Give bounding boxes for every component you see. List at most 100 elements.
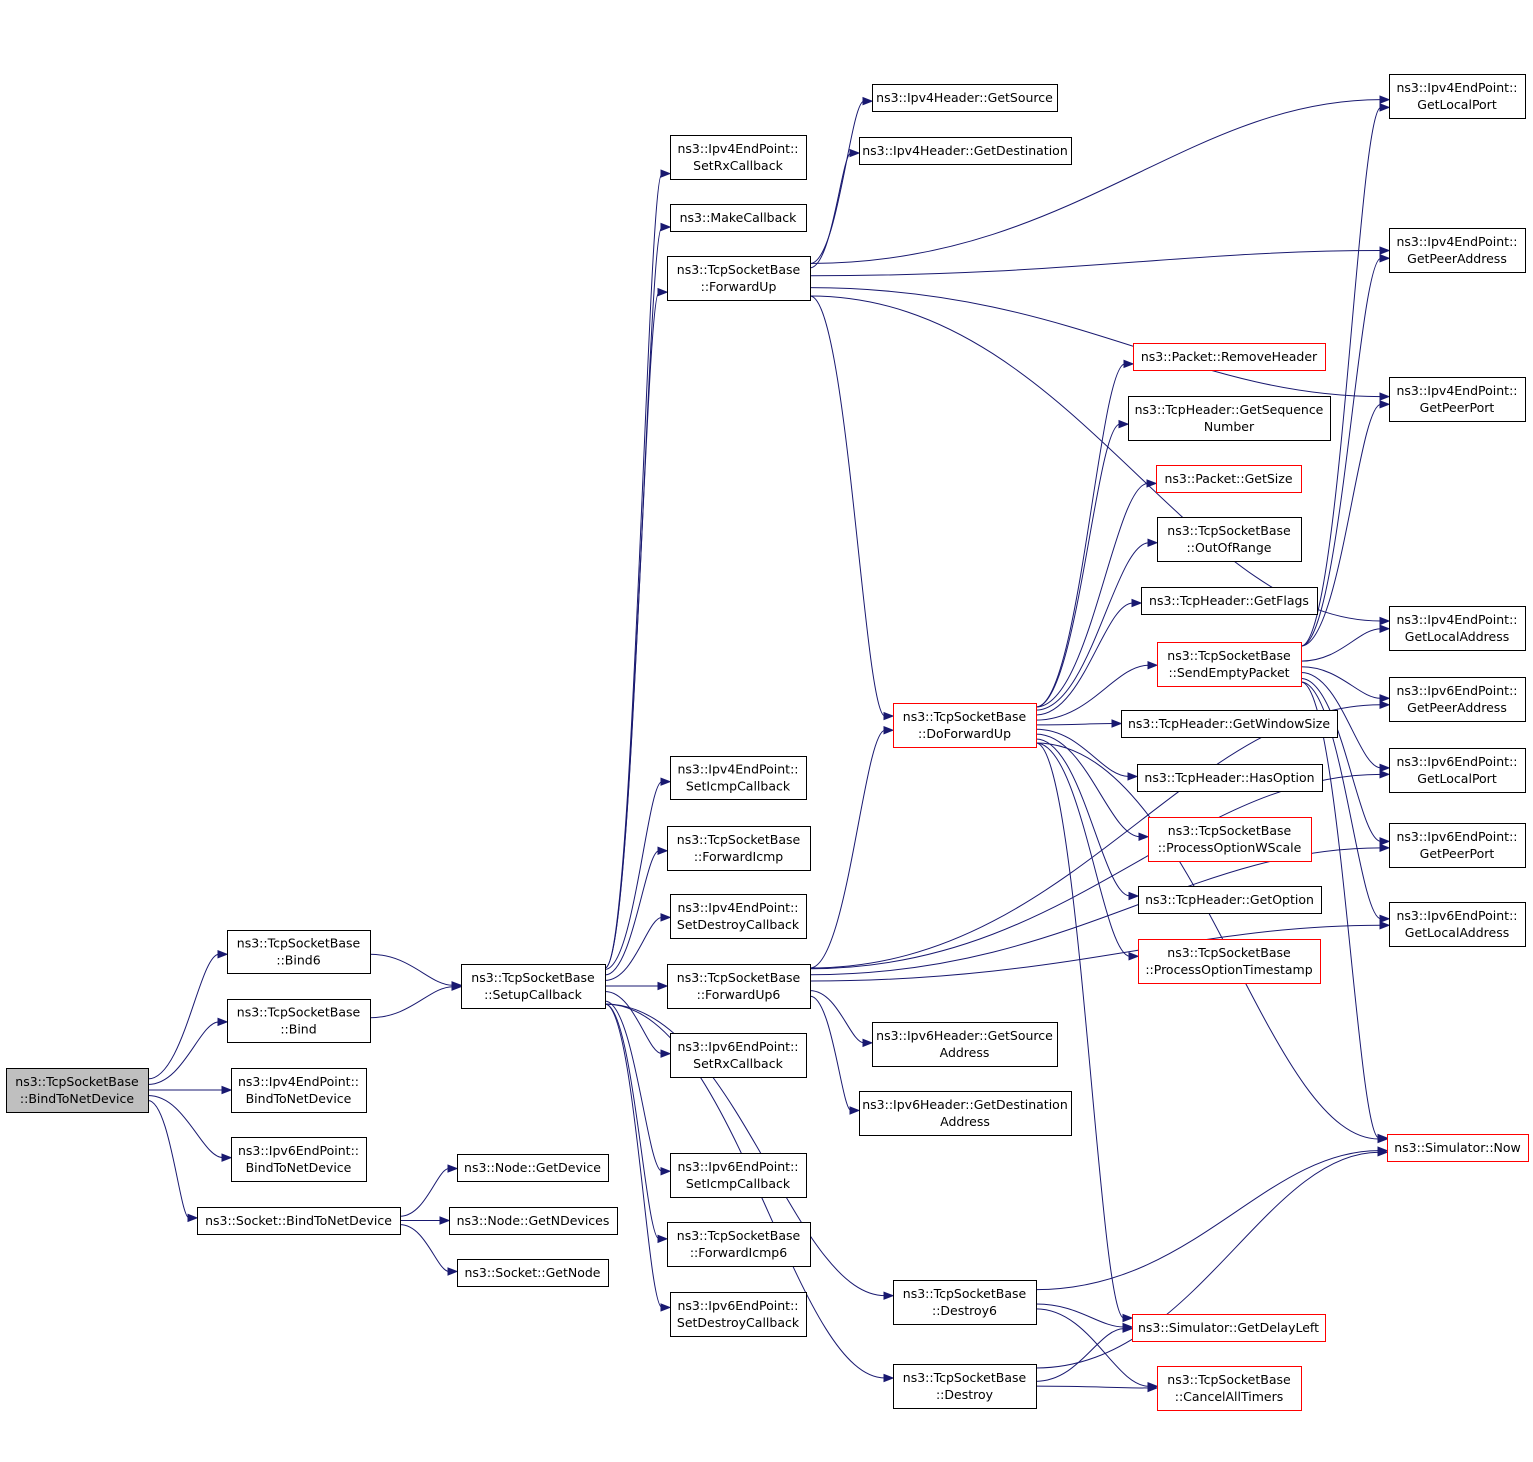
edge-setupcallback-to-forwardup [604, 291, 660, 969]
node-label: ns3::Ipv6Header::GetSource [876, 1028, 1053, 1043]
node-packet-getsize[interactable]: ns3::Packet::GetSize [1156, 465, 1302, 493]
node-label: ns3::Socket::BindToNetDevice [205, 1213, 392, 1228]
node-ipv4h-getdest[interactable]: ns3::Ipv4Header::GetDestination [859, 137, 1072, 165]
node-ipv6-bindnd[interactable]: ns3::Ipv6EndPoint::BindToNetDevice [231, 1137, 367, 1182]
node-node-getdevice[interactable]: ns3::Node::GetDevice [457, 1154, 609, 1182]
node-box [457, 1154, 609, 1182]
node-tcph-getwindowsize[interactable]: ns3::TcpHeader::GetWindowSize [1121, 710, 1338, 738]
node-destroy[interactable]: ns3::TcpSocketBase::Destroy [893, 1364, 1037, 1409]
edge-arrowhead [1128, 952, 1140, 961]
node-box [231, 1068, 367, 1113]
node-sim-now[interactable]: ns3::Simulator::Now [1387, 1134, 1529, 1162]
node-ipv6-getpeerport[interactable]: ns3::Ipv6EndPoint::GetPeerPort [1389, 823, 1526, 868]
node-label: ns3::TcpHeader::GetSequence [1135, 402, 1324, 417]
node-label: ns3::Simulator::GetDelayLeft [1138, 1320, 1319, 1335]
node-destroy6[interactable]: ns3::TcpSocketBase::Destroy6 [893, 1280, 1037, 1325]
node-label: GetPeerPort [1420, 400, 1495, 415]
node-box [859, 137, 1072, 165]
node-socket-bindnd[interactable]: ns3::Socket::BindToNetDevice [197, 1207, 401, 1235]
node-processwscale[interactable]: ns3::TcpSocketBase::ProcessOptionWScale [1148, 817, 1312, 862]
node-tcph-getflags[interactable]: ns3::TcpHeader::GetFlags [1141, 587, 1318, 615]
edge-arrowhead [1379, 95, 1391, 104]
edge-arrowhead [1122, 1313, 1134, 1323]
node-processtimestamp[interactable]: ns3::TcpSocketBase::ProcessOptionTimesta… [1138, 939, 1321, 984]
edge-socket-bindnd-to-socket-getnode [399, 1224, 450, 1272]
node-ipv4-getpeerport[interactable]: ns3::Ipv4EndPoint::GetPeerPort [1389, 377, 1526, 422]
node-ipv6-setrx[interactable]: ns3::Ipv6EndPoint::SetRxCallback [670, 1033, 807, 1078]
node-forwardicmp6[interactable]: ns3::TcpSocketBase::ForwardIcmp6 [667, 1222, 811, 1267]
node-tcph-hasoption[interactable]: ns3::TcpHeader::HasOption [1137, 764, 1323, 792]
edge-destroy-to-cancelalltimers [1035, 1385, 1150, 1389]
node-tcph-getoption[interactable]: ns3::TcpHeader::GetOption [1138, 886, 1322, 914]
node-label: ns3::Ipv4Header::GetSource [876, 90, 1053, 105]
node-label: ns3::TcpSocketBase [903, 709, 1027, 724]
node-ipv6-getpeeraddress[interactable]: ns3::Ipv6EndPoint::GetPeerAddress [1389, 677, 1526, 722]
node-box [667, 256, 811, 301]
node-label: ::ProcessOptionTimestamp [1145, 962, 1312, 977]
node-ipv4-getlocaladdress[interactable]: ns3::Ipv4EndPoint::GetLocalAddress [1389, 606, 1526, 651]
node-box [670, 894, 807, 939]
node-ipv4h-getsource[interactable]: ns3::Ipv4Header::GetSource [872, 84, 1058, 112]
node-ipv4-setrx[interactable]: ns3::Ipv4EndPoint::SetRxCallback [670, 135, 807, 180]
edge-arrowhead [1128, 891, 1140, 901]
node-ipv6-getlocalport[interactable]: ns3::Ipv6EndPoint::GetLocalPort [1389, 748, 1526, 793]
edge-destroy-to-sim-getdelayleft [1035, 1328, 1125, 1382]
node-label: ns3::Ipv4EndPoint:: [1397, 383, 1518, 398]
node-ipv4-setdestroy[interactable]: ns3::Ipv4EndPoint::SetDestroyCallback [670, 894, 807, 939]
edge-arrowhead [657, 287, 669, 297]
node-packet-removeheader[interactable]: ns3::Packet::RemoveHeader [1133, 343, 1326, 371]
edge-forwardup-to-doforwardup [809, 295, 886, 717]
node-ipv4-getlocalport[interactable]: ns3::Ipv4EndPoint::GetLocalPort [1389, 74, 1526, 119]
node-ipv4-seticmp[interactable]: ns3::Ipv4EndPoint::SetIcmpCallback [670, 756, 807, 800]
node-bind[interactable]: ns3::TcpSocketBase::Bind [227, 999, 371, 1043]
node-ipv6-getlocaladdress[interactable]: ns3::Ipv6EndPoint::GetLocalAddress [1389, 902, 1526, 947]
node-box [667, 826, 811, 871]
node-box [1132, 1314, 1326, 1342]
node-forwardup[interactable]: ns3::TcpSocketBase::ForwardUp [667, 256, 811, 301]
edge-arrowhead [217, 1017, 229, 1027]
node-socket-getnode[interactable]: ns3::Socket::GetNode [457, 1259, 609, 1287]
node-label: ns3::TcpSocketBase [237, 936, 361, 951]
node-label: ::ForwardUp [701, 279, 777, 294]
node-cancelalltimers[interactable]: ns3::TcpSocketBase::CancelAllTimers [1157, 1366, 1302, 1411]
node-ipv6-seticmp[interactable]: ns3::Ipv6EndPoint::SetIcmpCallback [670, 1153, 807, 1198]
node-label: ns3::TcpSocketBase [677, 970, 801, 985]
node-label: Address [940, 1045, 990, 1060]
edge-setupcallback-to-ipv6-seticmp [604, 1000, 663, 1172]
node-label: SetRxCallback [693, 158, 783, 173]
node-box [893, 1364, 1037, 1409]
node-bind6[interactable]: ns3::TcpSocketBase::Bind6 [227, 930, 371, 974]
node-forwardup6[interactable]: ns3::TcpSocketBase::ForwardUp6 [667, 964, 811, 1009]
node-root[interactable]: ns3::TcpSocketBase::BindToNetDevice [6, 1068, 149, 1113]
edge-arrowhead [660, 777, 672, 786]
edge-doforwardup-to-processwscale [1035, 733, 1141, 838]
node-label: GetLocalPort [1417, 771, 1497, 786]
node-label: ::ForwardIcmp [694, 849, 783, 864]
node-forwardicmp[interactable]: ns3::TcpSocketBase::ForwardIcmp [667, 826, 811, 871]
edge-arrowhead [660, 913, 672, 922]
node-label: ns3::Ipv6EndPoint:: [1397, 908, 1518, 923]
edge-arrowhead [660, 1166, 672, 1176]
node-label: ::ForwardIcmp6 [690, 1245, 787, 1260]
edge-doforwardup-to-packet-removeheader [1035, 363, 1126, 708]
node-ipv4-bindnd[interactable]: ns3::Ipv4EndPoint::BindToNetDevice [231, 1068, 367, 1113]
edge-forwardup6-to-ipv6-getlocaladdress [809, 924, 1382, 982]
node-doforwardup[interactable]: ns3::TcpSocketBase::DoForwardUp [893, 703, 1037, 748]
node-node-getndevices[interactable]: ns3::Node::GetNDevices [449, 1207, 618, 1235]
node-ipv6-setdestroy[interactable]: ns3::Ipv6EndPoint::SetDestroyCallback [670, 1292, 807, 1337]
edge-arrowhead [1379, 254, 1391, 263]
node-ipv4-getpeeraddress[interactable]: ns3::Ipv4EndPoint::GetPeerAddress [1389, 228, 1526, 273]
edge-arrowhead [1147, 660, 1159, 670]
node-makecallback[interactable]: ns3::MakeCallback [670, 204, 807, 232]
node-label: ns3::TcpHeader::GetFlags [1149, 593, 1309, 608]
node-box [1133, 343, 1326, 371]
node-sendemptypacket[interactable]: ns3::TcpSocketBase::SendEmptyPacket [1157, 642, 1302, 687]
node-outofrange[interactable]: ns3::TcpSocketBase::OutOfRange [1157, 517, 1302, 562]
edge-doforwardup-to-tcph-getwindowsize [1035, 723, 1114, 726]
node-sim-getdelayleft[interactable]: ns3::Simulator::GetDelayLeft [1132, 1314, 1326, 1342]
node-box [1389, 677, 1526, 722]
node-setupcallback[interactable]: ns3::TcpSocketBase::SetupCallback [461, 964, 606, 1009]
